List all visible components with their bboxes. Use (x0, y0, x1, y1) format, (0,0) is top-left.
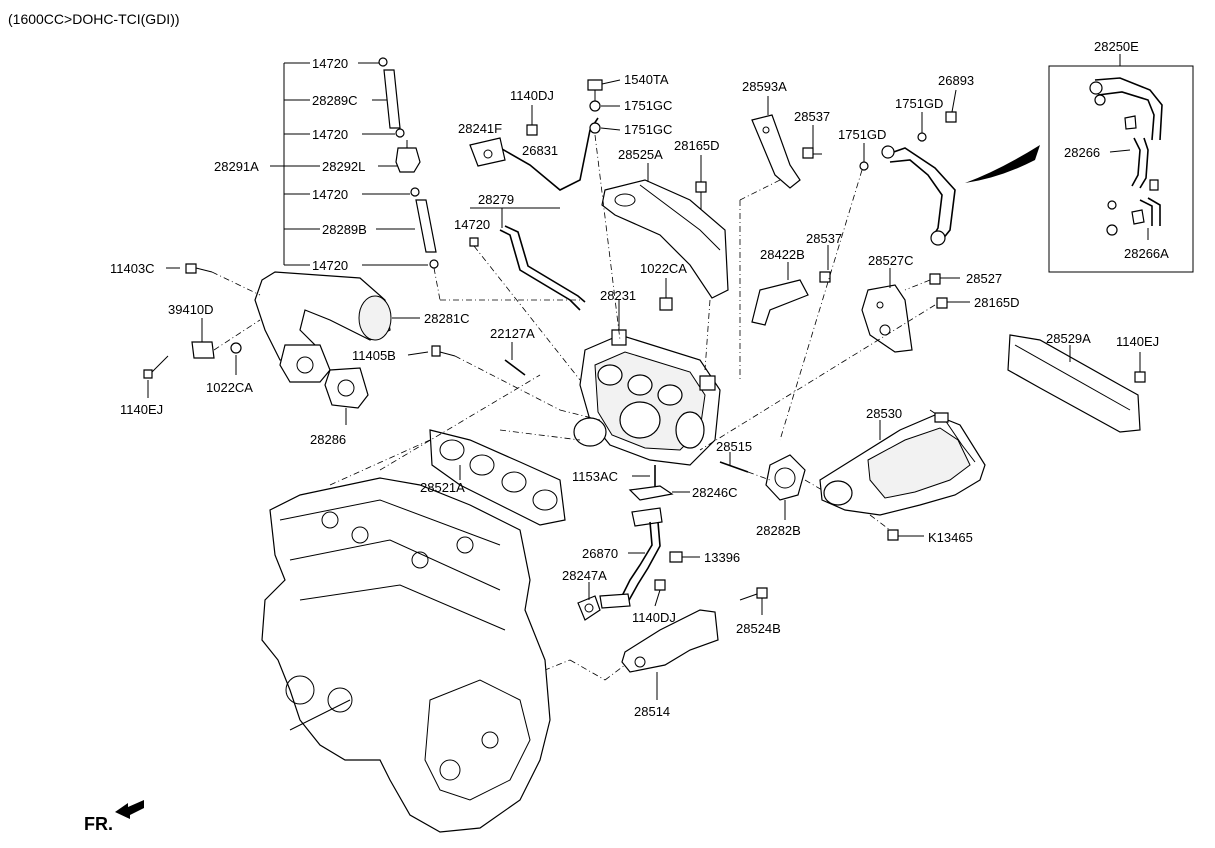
callout-1751GD-b[interactable]: 1751GD (838, 127, 886, 142)
bolt-1140DJ-lower (654, 579, 666, 607)
callout-1540TA[interactable]: 1540TA (624, 72, 669, 87)
bracket-28514-part (519, 587, 768, 700)
callout-28165D-a[interactable]: 28165D (674, 138, 720, 153)
hose-kit-bracket (270, 62, 428, 266)
callout-14720-b[interactable]: 14720 (312, 127, 348, 142)
bracket-28593A-part (739, 96, 822, 380)
callout-14720-a[interactable]: 14720 (312, 56, 348, 71)
stud-1153AC-part (632, 465, 656, 490)
intake-pipe-part (254, 271, 420, 383)
water-pipe-assembly (779, 89, 957, 441)
callout-28165D-b[interactable]: 28165D (974, 295, 1020, 310)
kit-box-28250E (1048, 54, 1194, 273)
front-label: FR. (84, 814, 113, 834)
callout-28537-b[interactable]: 28537 (806, 231, 842, 246)
callout-28266A[interactable]: 28266A (1124, 246, 1169, 261)
bracket-28422B-part (751, 245, 831, 326)
callout-14720-c[interactable]: 14720 (312, 187, 348, 202)
front-arrow-icon (115, 800, 144, 819)
callout-28247A[interactable]: 28247A (562, 568, 607, 583)
callout-28231[interactable]: 28231 (600, 288, 636, 303)
gasket-28282B-part (765, 454, 823, 520)
callout-1022CA-a[interactable]: 1022CA (206, 380, 253, 395)
bolt-28165D-top (695, 155, 707, 210)
callout-labels: 14720 28289C 14720 28292L 28291A 14720 2… (110, 39, 1169, 719)
callout-13396[interactable]: 13396 (704, 550, 740, 565)
oil-line-26831-part (469, 79, 621, 341)
gasket-28246C-part (628, 485, 690, 501)
callout-28292L[interactable]: 28292L (322, 159, 365, 174)
callout-28281C[interactable]: 28281C (424, 311, 470, 326)
callout-1022CA-b[interactable]: 1022CA (640, 261, 687, 276)
callout-28527[interactable]: 28527 (966, 271, 1002, 286)
catalytic-converter-part (819, 409, 986, 541)
callout-28246C[interactable]: 28246C (692, 485, 738, 500)
callout-22127A[interactable]: 22127A (490, 326, 535, 341)
gasket-28247A-part (577, 582, 601, 621)
stud-28515-part (719, 452, 771, 481)
callout-1751GD-a[interactable]: 1751GD (895, 96, 943, 111)
callout-28289B[interactable]: 28289B (322, 222, 367, 237)
callout-28530[interactable]: 28530 (866, 406, 902, 421)
callout-39410D[interactable]: 39410D (168, 302, 214, 317)
callout-28524B[interactable]: 28524B (736, 621, 781, 636)
pipe-28279-part (469, 207, 586, 381)
callout-26893[interactable]: 26893 (938, 73, 974, 88)
manifold-gasket-28521A-part (429, 429, 581, 526)
callout-28593A[interactable]: 28593A (742, 79, 787, 94)
callout-1751GC-b[interactable]: 1751GC (624, 122, 672, 137)
gasket-28286-part (324, 367, 369, 425)
engine-block-part (261, 374, 551, 833)
callout-11405B[interactable]: 11405B (352, 348, 396, 363)
callout-28286[interactable]: 28286 (310, 432, 346, 447)
left-fasteners (143, 263, 561, 411)
callout-28529A[interactable]: 28529A (1046, 331, 1091, 346)
callout-28241F[interactable]: 28241F (458, 121, 502, 136)
callout-28514[interactable]: 28514 (634, 704, 670, 719)
diagram-title: (1600CC>DOHC-TCI(GDI)) (8, 11, 180, 27)
callout-28279[interactable]: 28279 (478, 192, 514, 207)
callout-28250E[interactable]: 28250E (1094, 39, 1139, 54)
callout-1153AC[interactable]: 1153AC (572, 469, 618, 484)
callout-1140DJ-a[interactable]: 1140DJ (510, 88, 554, 103)
pointer-arrow (965, 145, 1040, 183)
callout-28289C[interactable]: 28289C (312, 93, 358, 108)
heat-shield-28525A-part (601, 163, 729, 371)
callout-1140EJ-a[interactable]: 1140EJ (120, 402, 163, 417)
oil-return-26870-part (599, 507, 700, 609)
callout-28515[interactable]: 28515 (716, 439, 752, 454)
callout-1751GC-a[interactable]: 1751GC (624, 98, 672, 113)
heat-shield-28529A-part (1007, 334, 1146, 433)
hose-kit-parts (378, 57, 580, 301)
callout-28422B[interactable]: 28422B (760, 247, 805, 262)
callout-1140EJ-b[interactable]: 1140EJ (1116, 334, 1159, 349)
nut-1022CA-center (659, 278, 673, 311)
callout-28521A[interactable]: 28521A (420, 480, 465, 495)
callout-26870[interactable]: 26870 (582, 546, 618, 561)
front-direction-indicator: FR. (84, 800, 144, 834)
callout-28282B[interactable]: 28282B (756, 523, 801, 538)
heat-shield-28527C-part (699, 268, 970, 451)
callout-11403C[interactable]: 11403C (110, 261, 155, 276)
callout-28525A[interactable]: 28525A (618, 147, 663, 162)
callout-28537-a[interactable]: 28537 (794, 109, 830, 124)
callout-1140DJ-b[interactable]: 1140DJ (632, 610, 676, 625)
callout-K13465[interactable]: K13465 (928, 530, 973, 545)
turbocharger-part (559, 300, 721, 466)
stud-22127A-part (504, 342, 526, 376)
callout-28527C[interactable]: 28527C (868, 253, 914, 268)
callout-26831[interactable]: 26831 (522, 143, 558, 158)
callout-28291A[interactable]: 28291A (214, 159, 259, 174)
callout-28266[interactable]: 28266 (1064, 145, 1100, 160)
callout-14720-d[interactable]: 14720 (312, 258, 348, 273)
callout-14720-e[interactable]: 14720 (454, 217, 490, 232)
